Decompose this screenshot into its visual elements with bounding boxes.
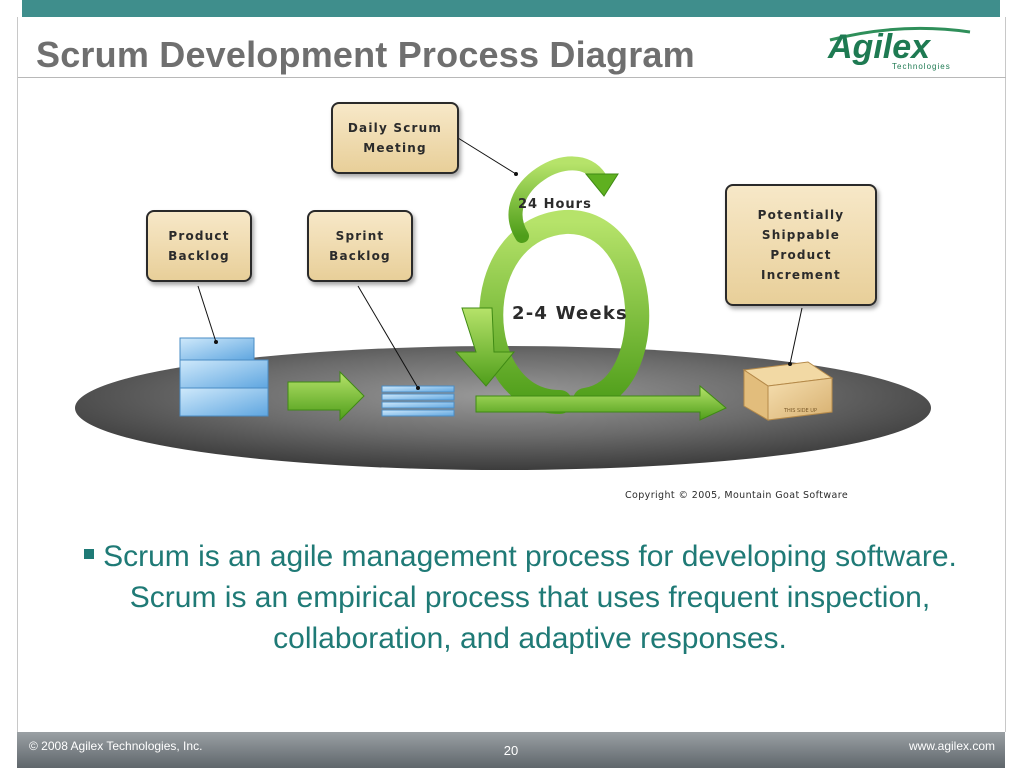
logo-subtext: Technologies (892, 62, 951, 71)
sprint-loop-base (475, 384, 727, 421)
diagram-copyright: Copyright © 2005, Mountain Goat Software (625, 490, 848, 501)
label-product-backlog: Product Backlog (146, 210, 252, 282)
daily-loop-arrowhead (584, 173, 619, 197)
flow-arrow-1 (287, 370, 365, 422)
cycle-label-24-hours: 24 Hours (518, 197, 592, 212)
connector-daily-scrum (457, 137, 517, 175)
logo-wordmark: Agilex (827, 28, 932, 66)
title-divider (18, 77, 1006, 78)
scrum-diagram: 24 Hours 2-4 Weeks THIS SIDE UP Copyrigh… (0, 90, 1024, 520)
sprint-loop-arrowhead (454, 307, 516, 387)
footer-website[interactable]: www.agilex.com (908, 739, 995, 753)
slide-footer: © 2008 Agilex Technologies, Inc. 20 www.… (17, 732, 1005, 768)
top-accent-bar (22, 0, 1000, 17)
logo-swoosh (829, 26, 971, 42)
bullet-marker (84, 549, 94, 559)
label-daily-scrum-meeting: Daily Scrum Meeting (331, 102, 459, 174)
box-label: THIS SIDE UP (783, 408, 817, 414)
slide-title: Scrum Development Process Diagram (36, 34, 695, 75)
diagram-graphic: 24 Hours 2-4 Weeks THIS SIDE UP Copyrigh… (75, 137, 931, 501)
connector-sprint-backlog (357, 285, 419, 389)
label-sprint-backlog: Sprint Backlog (307, 210, 413, 282)
connector-product-backlog (197, 285, 217, 343)
footer-copyright: © 2008 Agilex Technologies, Inc. (29, 739, 203, 753)
cycle-label-2-4-weeks: 2-4 Weeks (512, 303, 628, 324)
shippable-box: THIS SIDE UP (742, 361, 834, 421)
product-backlog-blocks (179, 337, 269, 417)
label-shippable-increment: Potentially Shippable Product Increment (725, 184, 877, 306)
body-bullet: Scrum is an agile management process for… (103, 540, 957, 655)
agilex-logo: Agilex Technologies (827, 26, 971, 71)
slide-frame (17, 17, 1006, 732)
page-number: 20 (503, 743, 519, 758)
connector-increment (789, 307, 803, 365)
daily-cycle-loop (508, 156, 607, 243)
